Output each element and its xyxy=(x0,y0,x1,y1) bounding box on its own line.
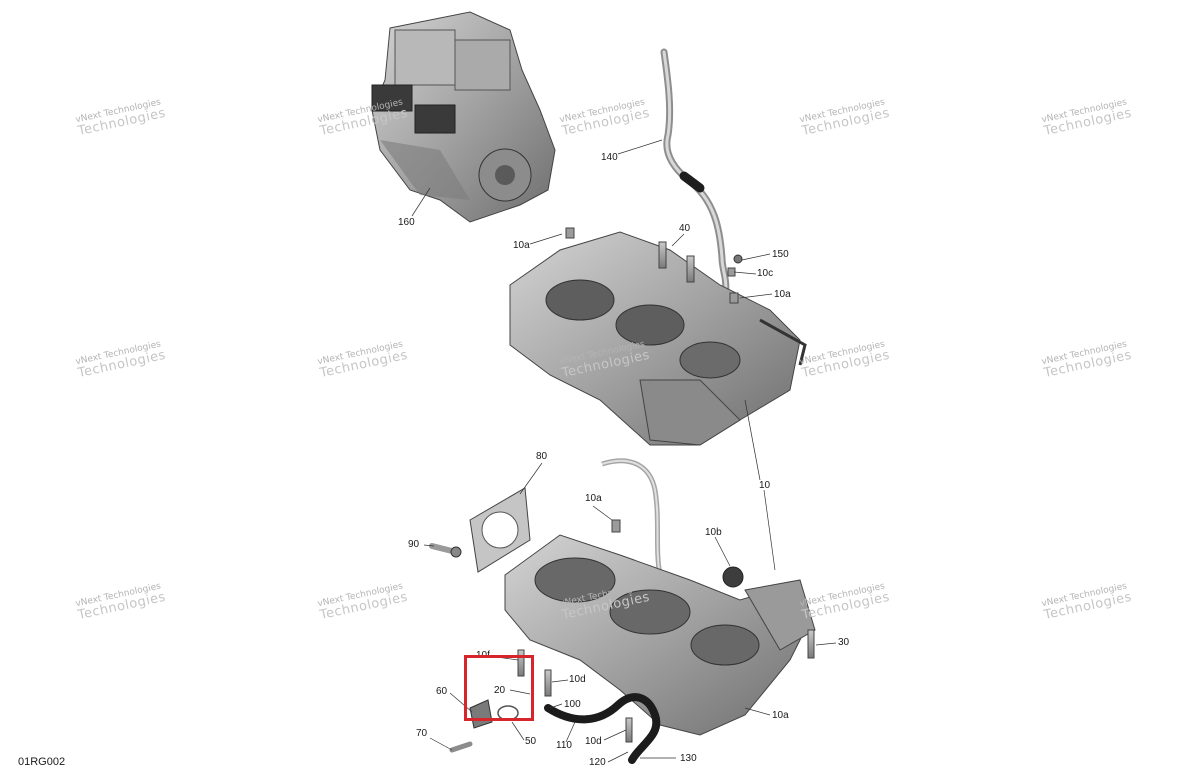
figure-code: 01RG002 xyxy=(18,756,66,768)
callout-100[interactable]: 100 xyxy=(564,699,581,710)
callout-10a[interactable]: 10a xyxy=(772,710,789,721)
hose-110 xyxy=(544,693,661,764)
callout-40[interactable]: 40 xyxy=(679,223,691,234)
dowel-pins xyxy=(565,227,743,533)
lower-crankcase-10 xyxy=(504,534,816,736)
screw-70 xyxy=(449,741,473,753)
engine-assembly-160 xyxy=(371,11,556,223)
callout-30[interactable]: 30 xyxy=(838,637,850,648)
callout-140[interactable]: 140 xyxy=(601,152,618,163)
callout-10d[interactable]: 10d xyxy=(585,736,602,747)
callout-110[interactable]: 110 xyxy=(556,740,572,751)
callout-90[interactable]: 90 xyxy=(408,539,420,550)
callout-80[interactable]: 80 xyxy=(536,451,548,462)
callout-10b[interactable]: 10b xyxy=(705,527,722,538)
callout-60[interactable]: 60 xyxy=(436,686,448,697)
callout-70[interactable]: 70 xyxy=(416,728,428,739)
callout-10[interactable]: 10 xyxy=(759,480,771,491)
oil-tube xyxy=(601,458,663,576)
small-bolts xyxy=(517,649,633,743)
bolt-40 xyxy=(658,241,695,283)
callout-130[interactable]: 130 xyxy=(680,753,697,764)
bolt-90 xyxy=(429,543,462,558)
callout-150[interactable]: 150 xyxy=(772,249,789,260)
callout-120[interactable]: 120 xyxy=(589,757,606,768)
upper-crankcase-10 xyxy=(509,231,807,446)
bolt-30 xyxy=(807,629,815,659)
callout-10a[interactable]: 10a xyxy=(513,240,530,251)
callout-10d[interactable]: 10d xyxy=(569,674,586,685)
callout-50[interactable]: 50 xyxy=(525,736,537,747)
oil-seal-10b xyxy=(722,566,744,588)
leader-lines xyxy=(411,139,837,763)
gasket-80 xyxy=(469,487,531,573)
dipstick-tube-140 xyxy=(660,48,730,300)
callout-10c[interactable]: 10c xyxy=(757,268,774,279)
cover-plate-60 xyxy=(469,699,493,729)
callout-10a[interactable]: 10a xyxy=(585,493,602,504)
selection-highlight-box xyxy=(464,655,534,721)
callout-20[interactable]: 20 xyxy=(494,685,506,696)
callout-10a[interactable]: 10a xyxy=(774,289,791,300)
callout-160[interactable]: 160 xyxy=(398,217,415,228)
